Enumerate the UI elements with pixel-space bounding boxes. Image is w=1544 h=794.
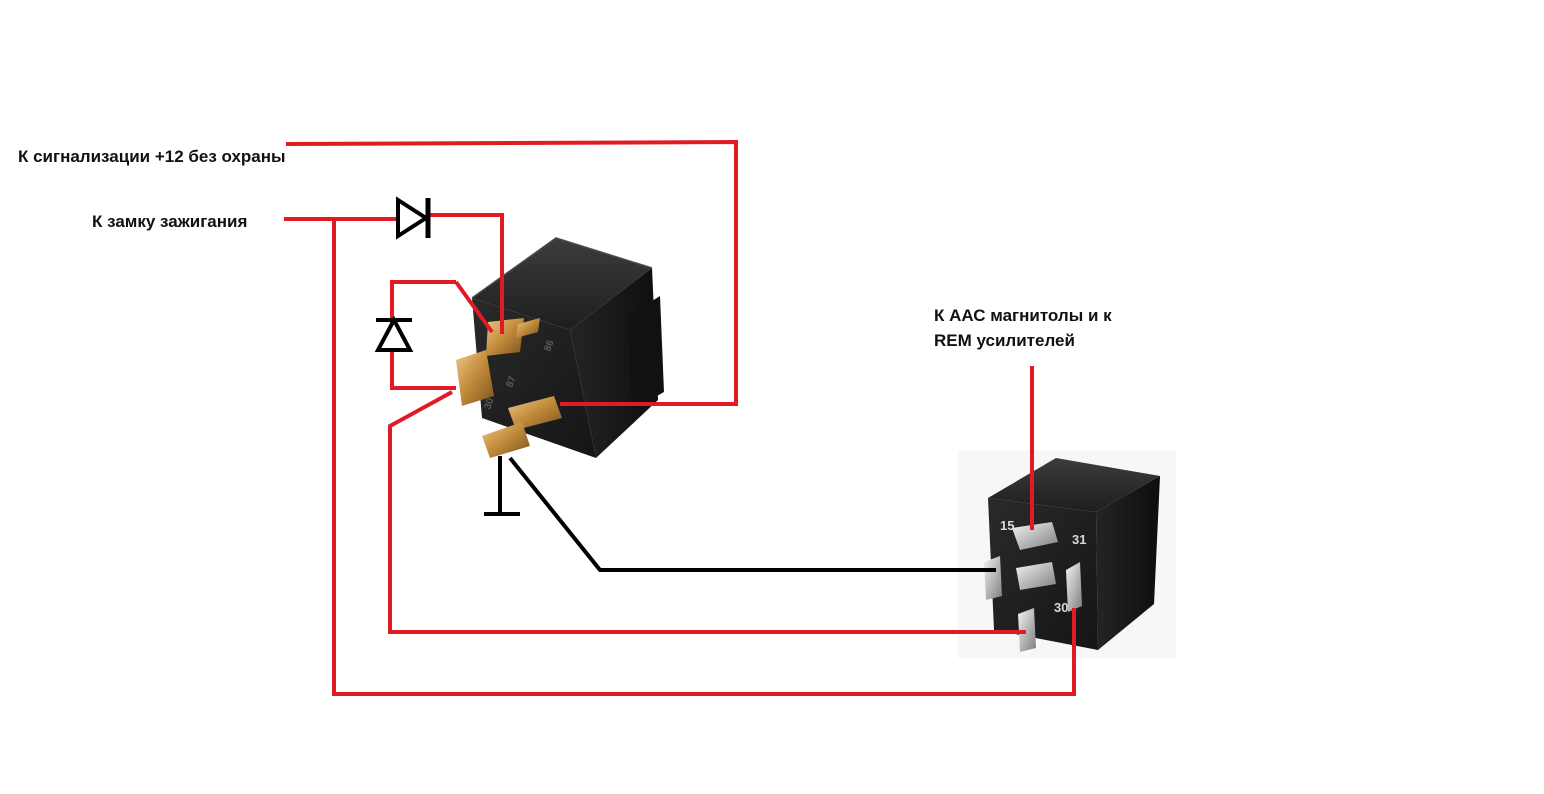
relay-1-terminal-87 [482, 422, 530, 458]
relay-2-pin-30-label: 30 [1054, 600, 1068, 615]
relay-2-terminal-30 [1018, 608, 1036, 652]
relay-1-terminal-86 [508, 396, 562, 430]
relay-1-side-tab [628, 296, 664, 410]
wire-diode-to-relay-1-coil [430, 213, 504, 334]
wire-relay-1-to-relay-2 [388, 390, 1026, 634]
relay-2-pin-15-label: 15 [1000, 518, 1014, 533]
relay-1: 30 86 87 [456, 237, 664, 458]
diode-flyback-icon [374, 315, 414, 352]
wire-flyback-to-relay-1 [454, 280, 494, 334]
svg-text:86: 86 [542, 338, 556, 353]
relay-2-side-face [1096, 476, 1160, 650]
relay-1-top-face [472, 238, 652, 330]
relay-1-terminal-30 [456, 350, 494, 406]
relay-2-terminal-15 [1012, 522, 1058, 550]
wire-alarm [285, 139, 738, 406]
svg-text:30: 30 [482, 396, 496, 411]
label-alarm: К сигнализации +12 без охраны [18, 147, 286, 166]
relay-2-terminal-center [1016, 562, 1056, 590]
svg-text:87: 87 [504, 374, 518, 389]
relay-2-terminal-right [1066, 562, 1082, 612]
ground-icon [484, 456, 520, 516]
relay-2-terminal-left [984, 556, 1002, 600]
relay-2: 15 31 30 [958, 450, 1176, 658]
red-wires [284, 139, 1076, 696]
wire-ignition-to-relay-2-pin-30 [332, 219, 1076, 696]
label-ignition: К замку зажигания [92, 212, 247, 231]
relay-1-terminal-85 [486, 318, 524, 356]
relay-2-pin-31-label: 31 [1072, 532, 1086, 547]
diode-ignition-icon [396, 196, 431, 240]
label-aac-line-2: REM усилителей [934, 331, 1075, 350]
wire-relay-1-to-relay-2-coil [508, 456, 996, 572]
label-aac-line-1: К ААС магнитолы и к [934, 306, 1112, 325]
black-wires [508, 456, 996, 572]
